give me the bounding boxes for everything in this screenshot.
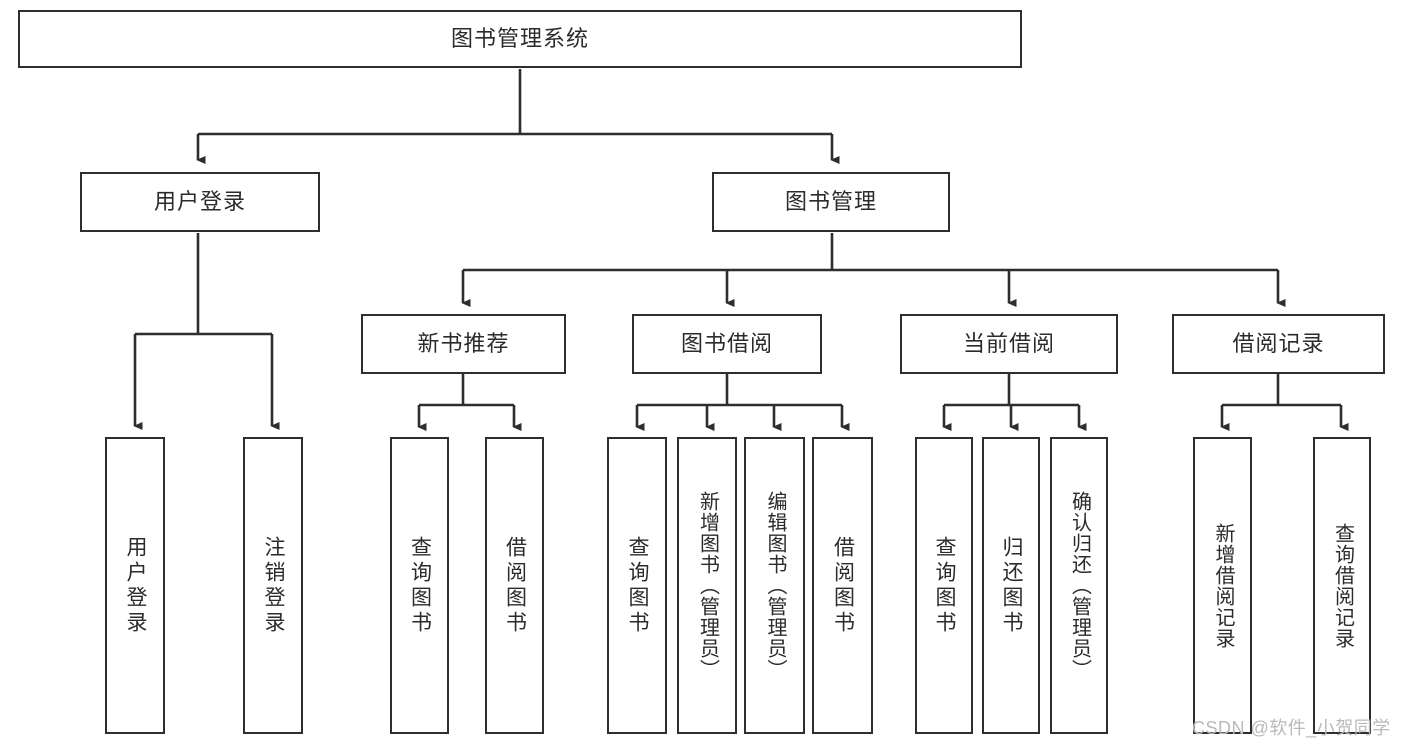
node-current-borrow[interactable]: 当前借阅 bbox=[900, 314, 1118, 374]
node-leaf-query-book-2[interactable]: 查询图书 bbox=[607, 437, 667, 734]
node-leaf-add-record[interactable]: 新增借阅记录 bbox=[1193, 437, 1252, 734]
node-leaf-query-book-1-label: 查询图书 bbox=[408, 535, 432, 636]
node-borrow-record[interactable]: 借阅记录 bbox=[1172, 314, 1385, 374]
node-borrow-record-label: 借阅记录 bbox=[1232, 330, 1325, 356]
node-new-book-rec[interactable]: 新书推荐 bbox=[361, 314, 566, 374]
node-leaf-borrow-book-1-label: 借阅图书 bbox=[503, 535, 527, 636]
node-current-borrow-label: 当前借阅 bbox=[962, 330, 1055, 356]
node-root-label: 图书管理系统 bbox=[450, 25, 589, 51]
node-leaf-add-record-label: 新增借阅记录 bbox=[1212, 522, 1234, 649]
node-book-borrow[interactable]: 图书借阅 bbox=[632, 314, 822, 374]
node-root[interactable]: 图书管理系统 bbox=[18, 10, 1022, 68]
node-leaf-query-record[interactable]: 查询借阅记录 bbox=[1313, 437, 1371, 734]
node-book-borrow-label: 图书借阅 bbox=[680, 330, 773, 356]
node-leaf-user-login[interactable]: 用户登录 bbox=[105, 437, 165, 734]
node-new-book-rec-label: 新书推荐 bbox=[417, 330, 510, 356]
node-leaf-add-book[interactable]: 新增图书（管理员） bbox=[677, 437, 737, 734]
node-leaf-logout-login[interactable]: 注销登录 bbox=[243, 437, 303, 734]
node-leaf-query-record-label: 查询借阅记录 bbox=[1331, 522, 1354, 649]
node-leaf-query-book-2-label: 查询图书 bbox=[626, 535, 650, 636]
csdn-watermark: CSDN @软件_小贺同学 bbox=[1192, 718, 1391, 738]
node-leaf-edit-book-label: 编辑图书（管理员） bbox=[764, 491, 786, 680]
node-user-login-label: 用户登录 bbox=[153, 188, 246, 214]
node-book-manage[interactable]: 图书管理 bbox=[712, 172, 950, 232]
node-leaf-return-book[interactable]: 归还图书 bbox=[982, 437, 1040, 734]
node-leaf-confirm-return-label: 确认归还（管理员） bbox=[1068, 491, 1091, 680]
node-leaf-query-book-3-label: 查询图书 bbox=[933, 535, 957, 636]
node-leaf-borrow-book-1[interactable]: 借阅图书 bbox=[485, 437, 544, 734]
node-book-manage-label: 图书管理 bbox=[784, 188, 877, 214]
node-leaf-logout-login-label: 注销登录 bbox=[262, 535, 286, 636]
node-leaf-borrow-book-2[interactable]: 借阅图书 bbox=[812, 437, 873, 734]
node-leaf-query-book-1[interactable]: 查询图书 bbox=[390, 437, 449, 734]
node-leaf-borrow-book-2-label: 借阅图书 bbox=[831, 535, 855, 636]
node-leaf-confirm-return[interactable]: 确认归还（管理员） bbox=[1050, 437, 1108, 734]
node-leaf-user-login-label: 用户登录 bbox=[124, 535, 148, 636]
node-leaf-query-book-3[interactable]: 查询图书 bbox=[915, 437, 973, 734]
node-leaf-return-book-label: 归还图书 bbox=[1000, 535, 1024, 636]
node-leaf-edit-book[interactable]: 编辑图书（管理员） bbox=[744, 437, 805, 734]
node-user-login[interactable]: 用户登录 bbox=[80, 172, 320, 232]
node-leaf-add-book-label: 新增图书（管理员） bbox=[696, 491, 719, 680]
